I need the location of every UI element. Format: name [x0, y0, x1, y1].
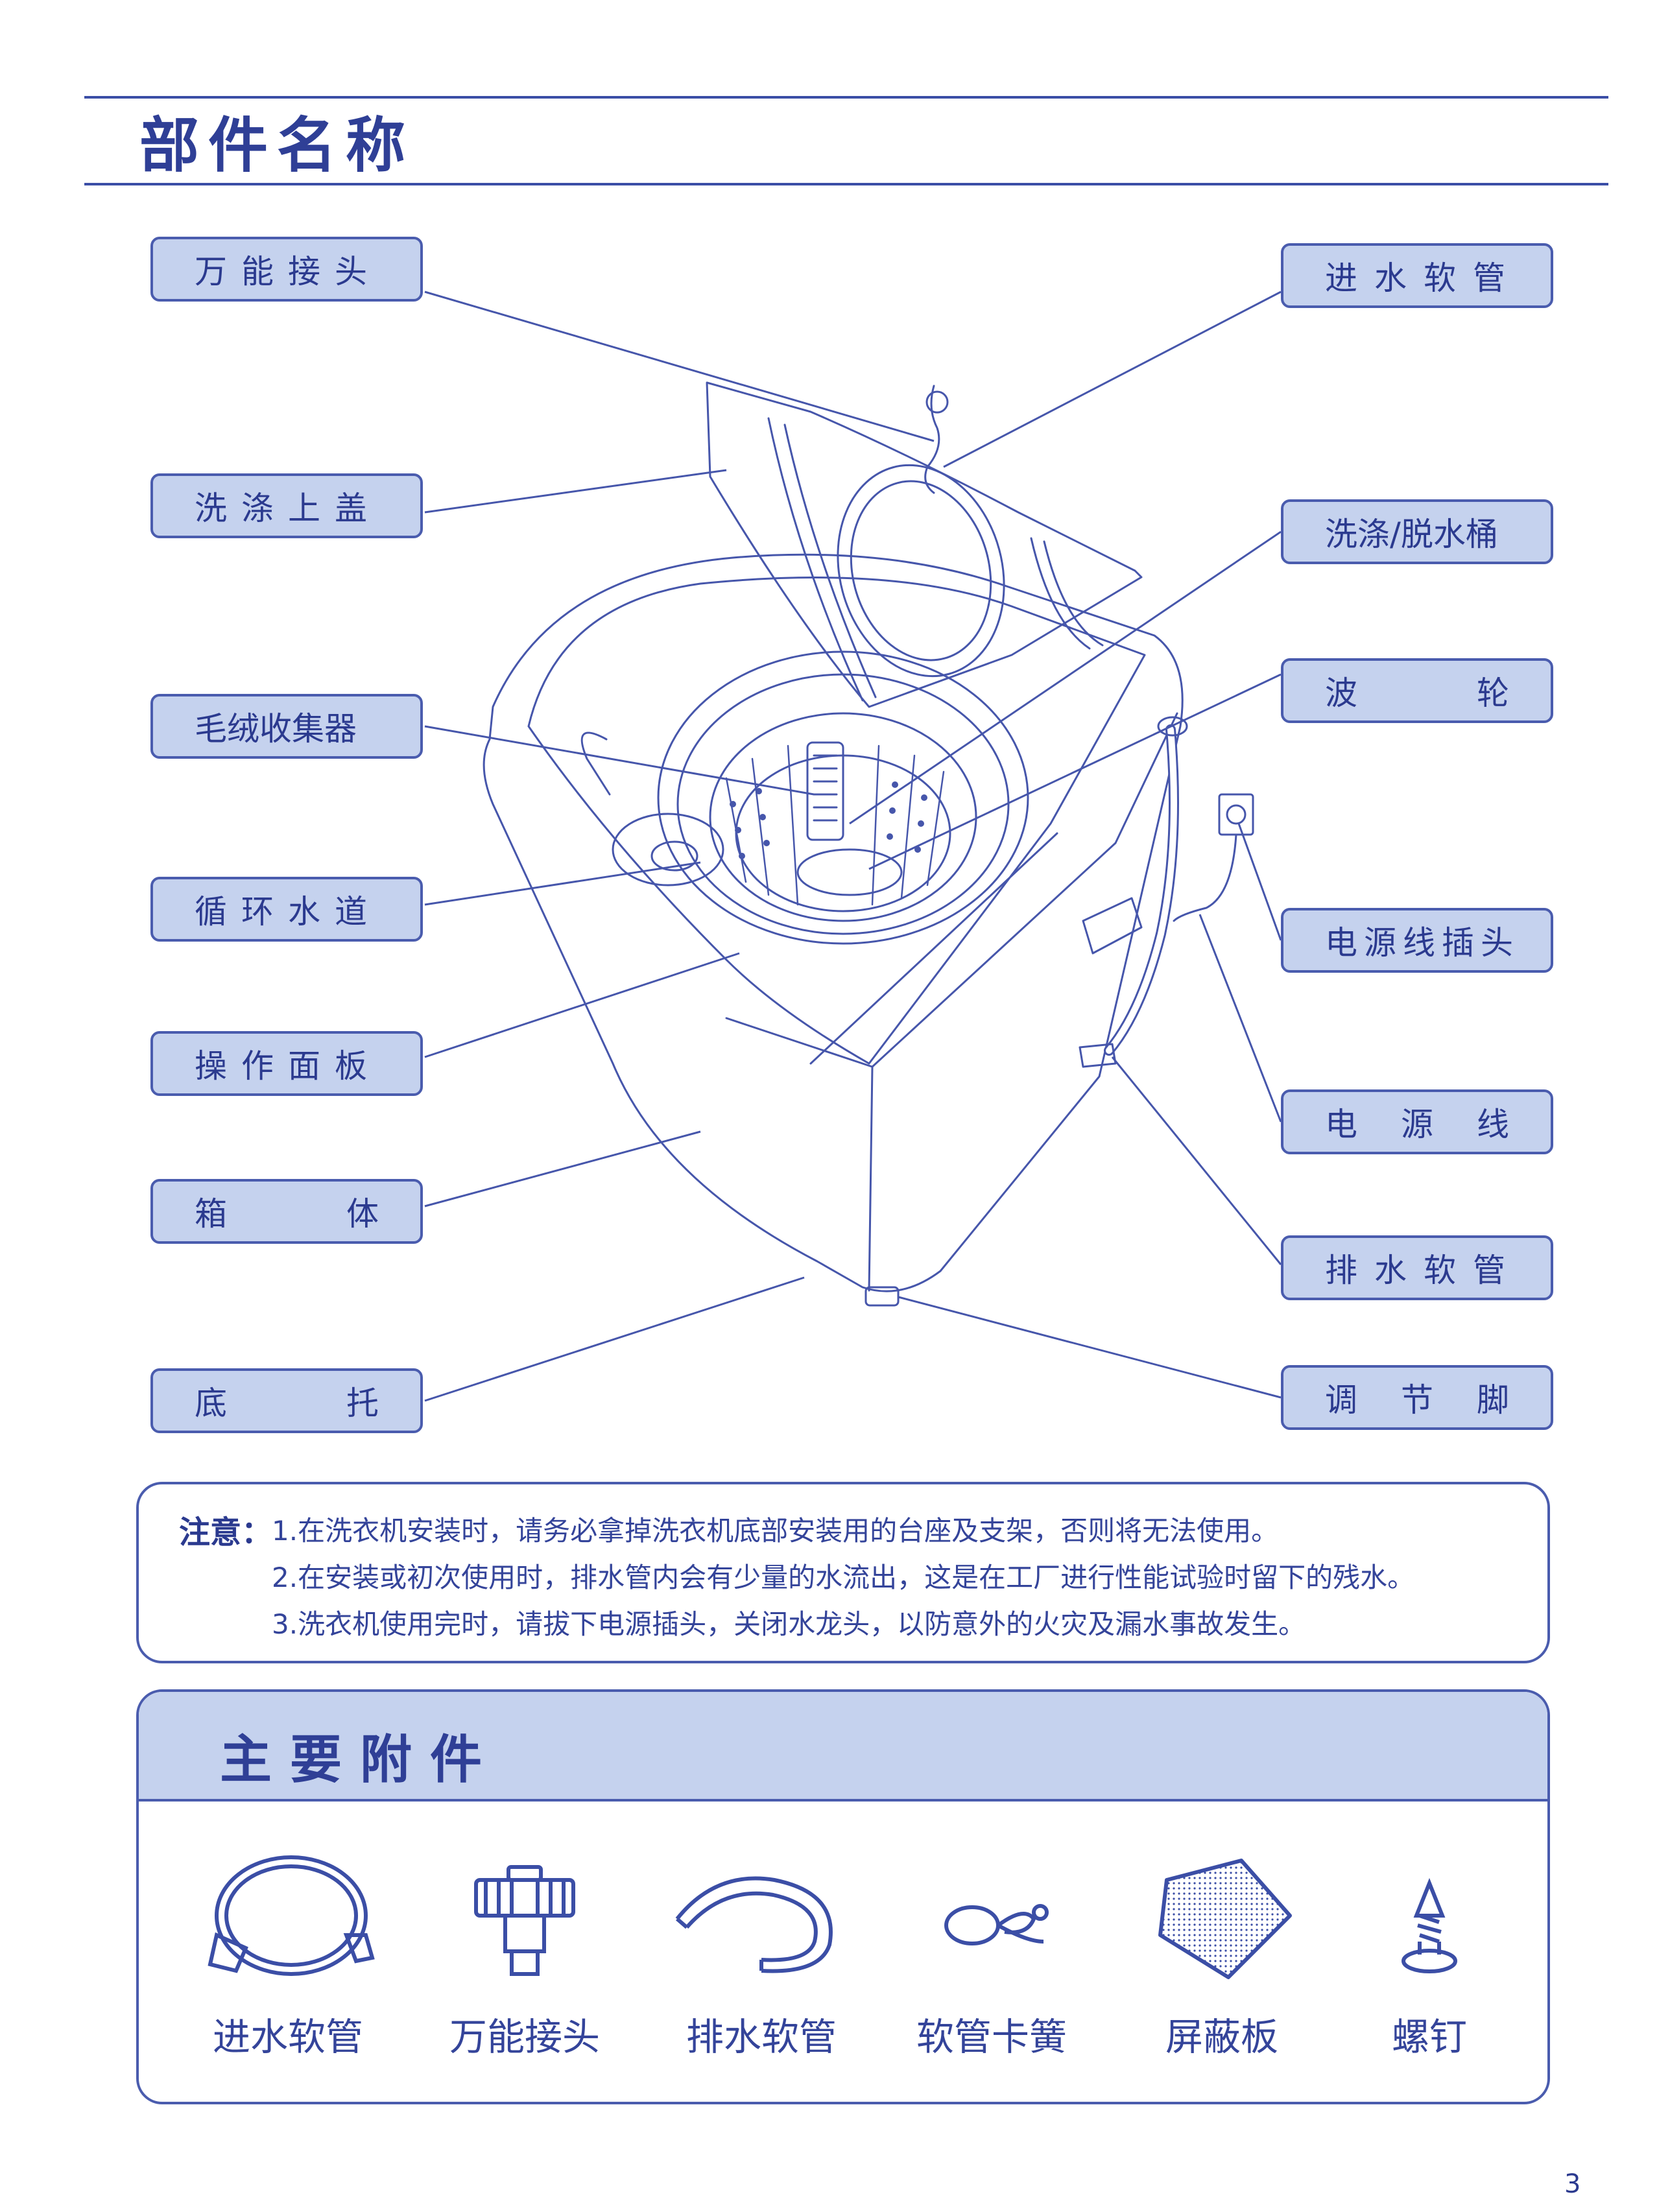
accessory-label: 排水软管: [686, 2015, 837, 2059]
wash-tub: [657, 650, 1029, 945]
accessory-inlet-hose: 进水软管: [191, 1844, 385, 2065]
part-label-text: 电源线插头: [1325, 924, 1520, 962]
page-title: 部件名称: [139, 111, 415, 180]
part-label-text: 操作面板: [195, 1047, 381, 1085]
part-label-char: 电: [1325, 1106, 1357, 1143]
part-label-char: 托: [346, 1385, 379, 1422]
note-item: 2.在安装或初次使用时，排水管内会有少量的水流出，这是在工厂进行性能试验时留下的…: [272, 1562, 1415, 1593]
part-label-text: 万能接头: [195, 253, 381, 291]
leveling-foot: [865, 1286, 900, 1307]
shield-plate-icon: [1158, 1859, 1292, 1979]
drain-hose-icon: [675, 1876, 833, 1973]
part-label-char: 线: [1477, 1106, 1509, 1143]
header-rule-top: [84, 96, 1608, 99]
note-item: 3.洗衣机使用完时，请拔下电源插头，关闭水龙头，以防意外的火灾及漏水事故发生。: [272, 1608, 1306, 1640]
part-label-power-plug: 电源线插头: [1281, 908, 1553, 973]
part-label-char: 底: [195, 1385, 227, 1422]
accessory-drain-hose: 排水软管: [664, 1844, 859, 2065]
accessory-label: 软管卡簧: [916, 2015, 1067, 2059]
part-label-circulation-channel: 循环水道: [150, 877, 423, 942]
accessory-label: 进水软管: [212, 2015, 363, 2059]
part-label-char: 节: [1401, 1381, 1433, 1419]
hose-clip-icon: [944, 1904, 1049, 1945]
part-label-cabinet: 箱 体: [150, 1179, 423, 1244]
part-label-power-cord: 电 源 线: [1281, 1089, 1553, 1154]
wall-socket: [1218, 793, 1254, 836]
lint-collector: [806, 741, 844, 841]
part-label-char: 箱: [195, 1195, 227, 1233]
pulsator: [796, 848, 903, 896]
part-label-lint-collector: 毛绒收集器: [150, 694, 423, 759]
accessories-title: 主要附件: [220, 1730, 500, 1790]
accessory-label: 螺钉: [1391, 2015, 1467, 2059]
part-label-char: 脚: [1477, 1381, 1509, 1419]
part-label-text: 洗涤上盖: [195, 490, 381, 527]
part-label-text: 洗涤/脱水桶: [1325, 516, 1498, 553]
accessory-shield-plate: 屏蔽板: [1125, 1844, 1319, 2065]
part-label-char: 轮: [1477, 674, 1509, 712]
drain-hose: [1104, 724, 1179, 1056]
part-label-wash-spin-tub: 洗涤/脱水桶: [1281, 499, 1553, 564]
accessory-label: 万能接头: [449, 2015, 600, 2059]
page-number: 3: [1564, 2169, 1581, 2199]
part-label-base: 底 托: [150, 1368, 423, 1433]
part-label-text: 循环水道: [195, 893, 381, 931]
notes-heading: 注意：: [179, 1514, 273, 1551]
part-label-universal-connector: 万能接头: [150, 237, 423, 302]
universal-connector-icon: [474, 1865, 575, 1976]
power-cord: [1173, 833, 1237, 922]
header-rule-bottom: [84, 183, 1608, 185]
part-label-char: 调: [1325, 1381, 1357, 1419]
notes-box: 注意： 1.在洗衣机安装时，请务必拿掉洗衣机底部安装用的台座及支架，否则将无法使…: [136, 1482, 1550, 1663]
accessory-screw: 螺钉: [1332, 1844, 1527, 2065]
part-label-drain-hose: 排水软管: [1281, 1235, 1553, 1300]
part-label-char: 波: [1325, 674, 1357, 712]
part-label-char: 体: [346, 1195, 379, 1233]
part-label-text: 排水软管: [1325, 1252, 1522, 1289]
accessories-header: 主要附件: [139, 1692, 1547, 1802]
part-label-inlet-hose: 进水软管: [1281, 243, 1553, 308]
part-label-control-panel: 操作面板: [150, 1031, 423, 1096]
wash-lid: [706, 381, 1143, 708]
part-label-text: 进水软管: [1325, 259, 1522, 297]
cabinet-outline: [483, 553, 1184, 1292]
screw-icon: [1402, 1877, 1457, 1973]
inlet-hose-icon: [208, 1855, 375, 1976]
accessory-label: 屏蔽板: [1165, 2015, 1278, 2059]
accessory-universal-connector: 万能接头: [427, 1844, 622, 2065]
part-label-wash-lid: 洗涤上盖: [150, 473, 423, 538]
accessory-hose-clip: 软管卡簧: [894, 1844, 1089, 2065]
part-label-text: 毛绒收集器: [195, 710, 357, 748]
top-deck-rim: [527, 577, 1146, 1065]
part-label-char: 源: [1401, 1106, 1433, 1143]
part-label-leveling-foot: 调 节 脚: [1281, 1365, 1553, 1430]
accessories-panel: 主要附件 进水软管 万能接头: [136, 1689, 1550, 2104]
part-label-pulsator: 波 轮: [1281, 658, 1553, 723]
note-item: 1.在洗衣机安装时，请务必拿掉洗衣机底部安装用的台座及支架，否则将无法使用。: [272, 1515, 1279, 1547]
